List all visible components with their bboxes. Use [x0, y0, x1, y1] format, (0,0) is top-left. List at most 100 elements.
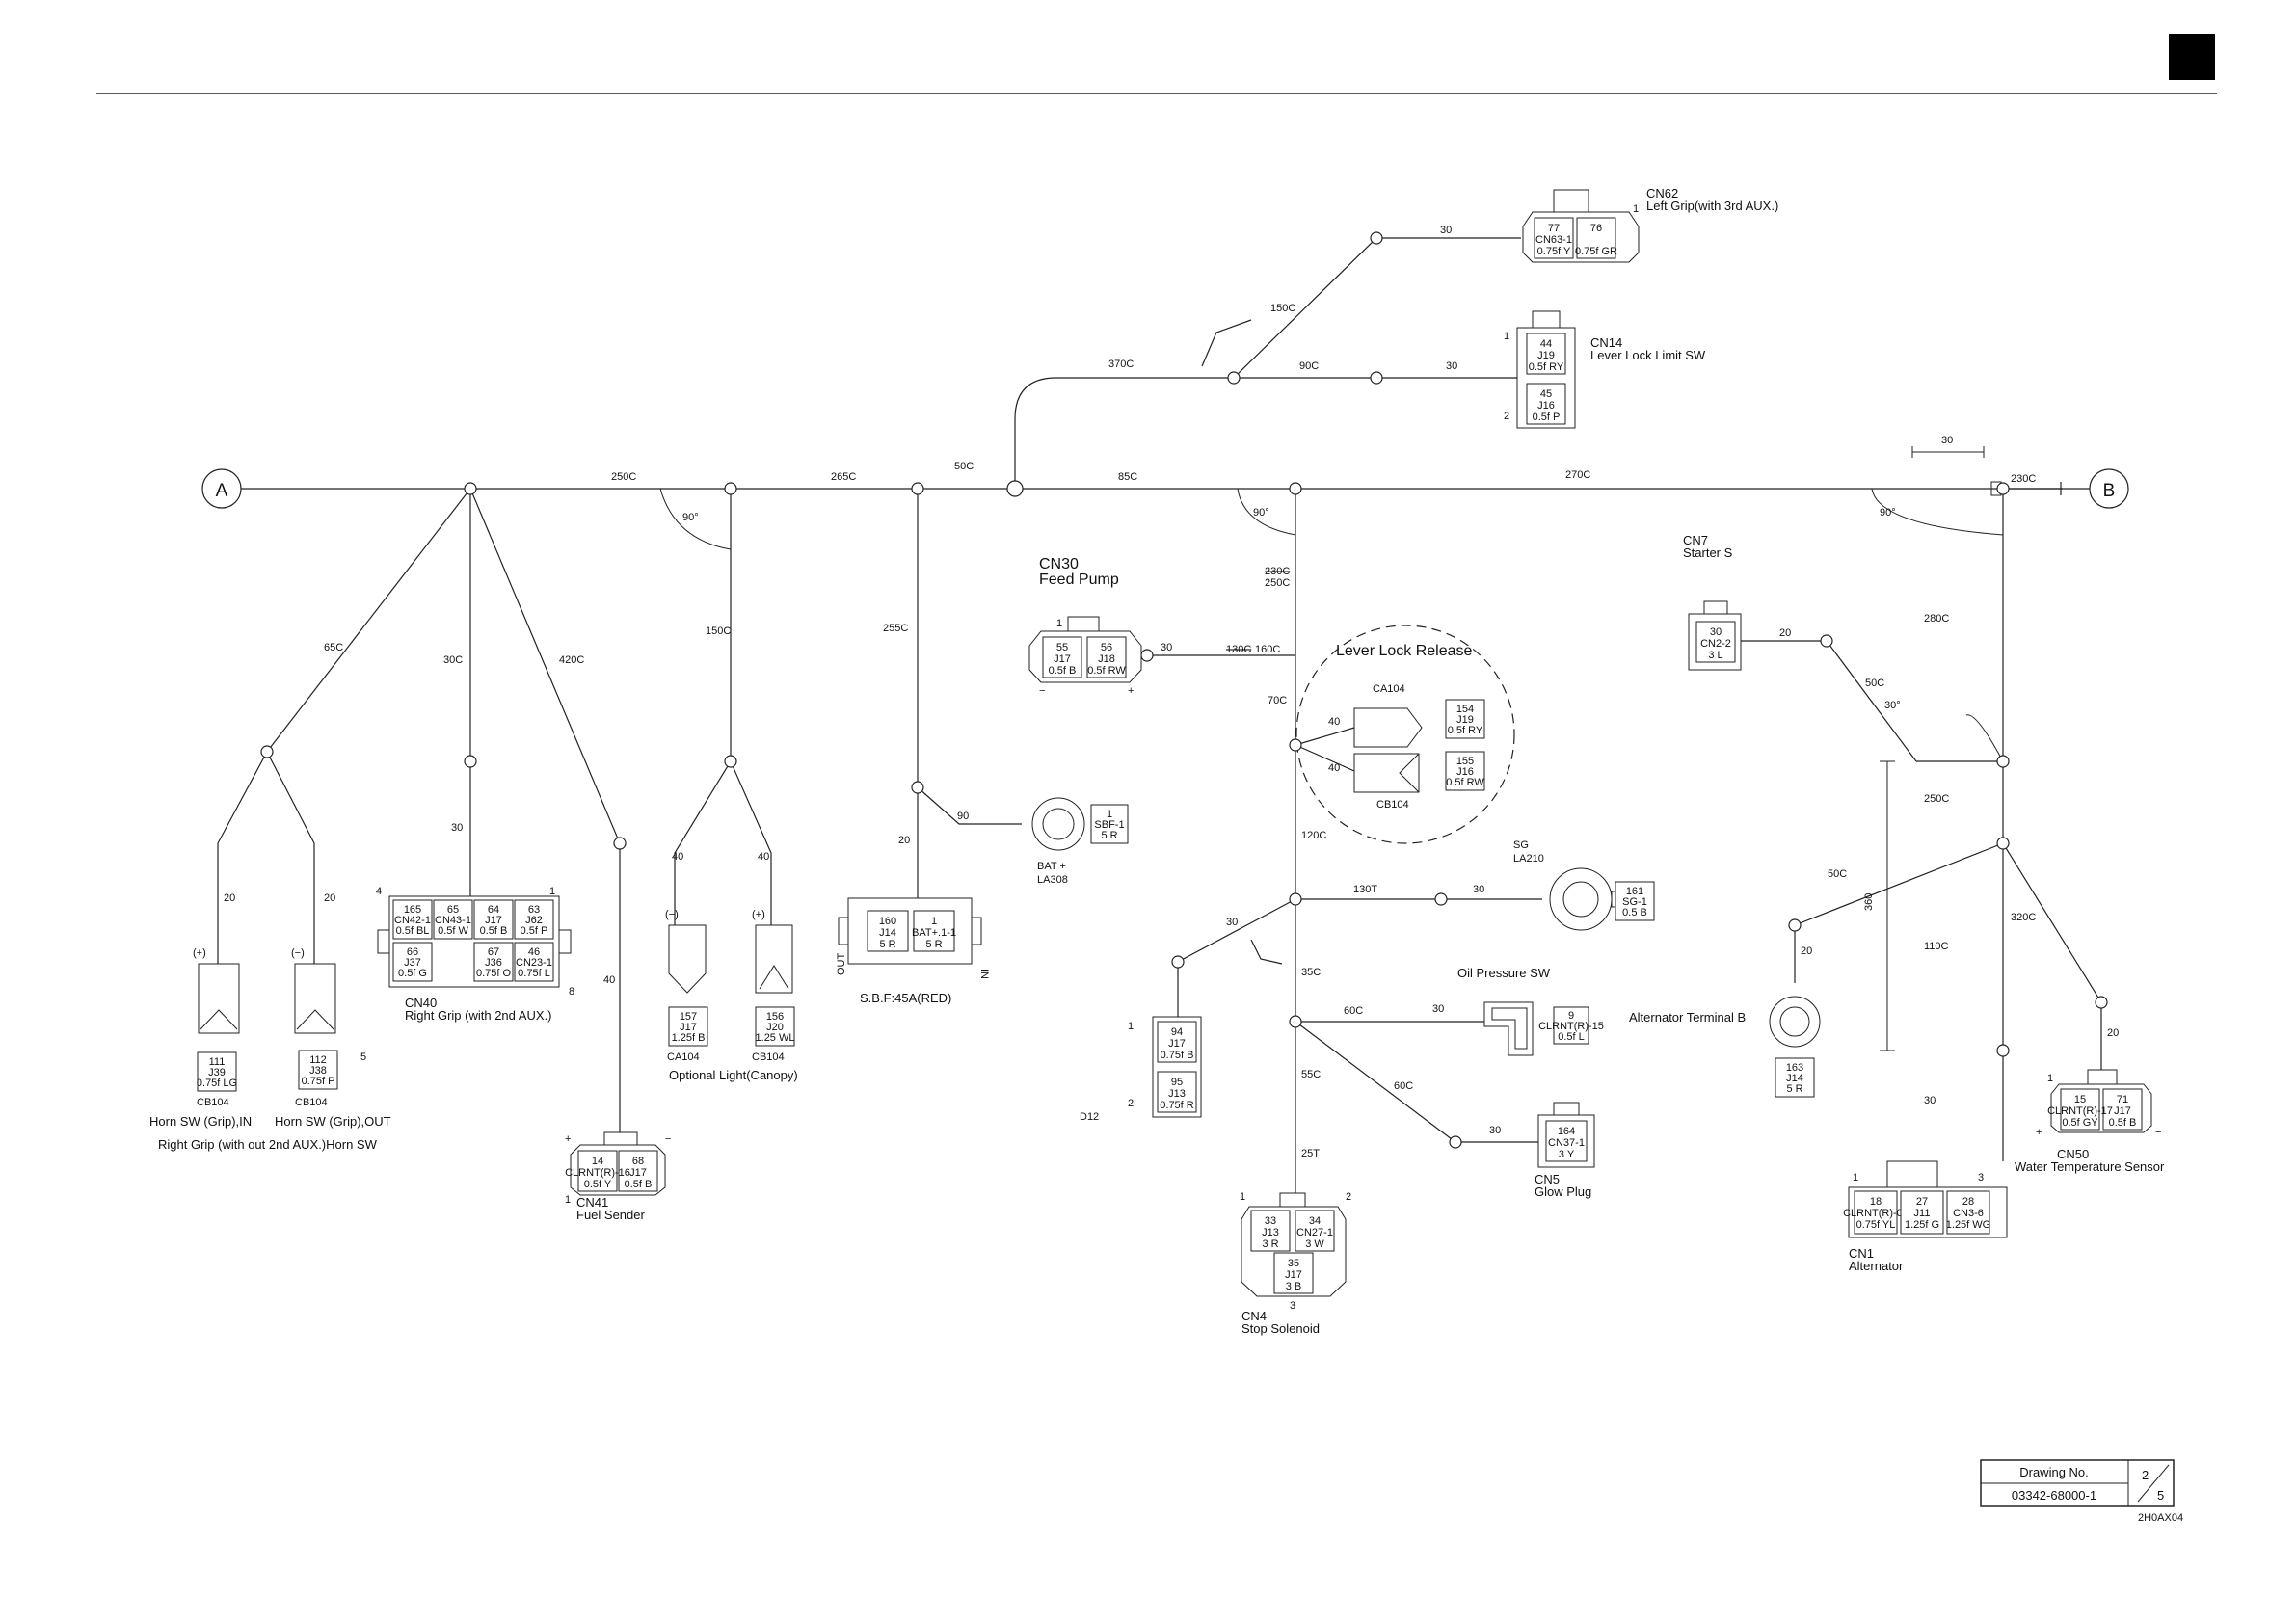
svg-text:63: 63	[528, 904, 540, 916]
svg-text:0.5f P: 0.5f P	[1533, 412, 1561, 423]
svg-text:25T: 25T	[1301, 1148, 1320, 1159]
svg-text:30: 30	[1440, 225, 1452, 236]
svg-text:3 W: 3 W	[1305, 1238, 1324, 1250]
sheet-number: 2	[2142, 1468, 2149, 1482]
svg-text:+: +	[1128, 685, 1134, 697]
svg-text:71: 71	[2117, 1094, 2128, 1105]
svg-text:161: 161	[1626, 886, 1643, 897]
svg-text:40: 40	[1328, 716, 1340, 728]
svg-text:0.5f RW: 0.5f RW	[1087, 665, 1126, 677]
svg-text:250C: 250C	[1924, 793, 1949, 805]
svg-text:46: 46	[528, 946, 540, 958]
svg-text:1: 1	[1128, 1021, 1134, 1032]
svg-text:30°: 30°	[1884, 700, 1901, 711]
svg-text:J13: J13	[1168, 1088, 1186, 1100]
svg-text:Stop Solenoid: Stop Solenoid	[1241, 1321, 1320, 1336]
svg-text:30: 30	[1924, 1095, 1936, 1106]
svg-text:90°: 90°	[1880, 507, 1896, 519]
svg-text:LA210: LA210	[1513, 853, 1544, 865]
svg-text:90C: 90C	[1299, 360, 1319, 372]
lever-lock-release: Lever Lock Release CA104 CB104 154 J19 0…	[1336, 643, 1485, 811]
svg-text:0.5f GY: 0.5f GY	[2062, 1117, 2098, 1129]
svg-text:35C: 35C	[1301, 967, 1321, 978]
connector-cn41: 14 CLRNT(R)-16 0.5f Y 68 J17 0.5f B + − …	[565, 1131, 671, 1222]
svg-text:0.5f Y: 0.5f Y	[584, 1179, 612, 1190]
svg-text:J17: J17	[1285, 1269, 1302, 1281]
svg-text:4: 4	[376, 886, 382, 897]
svg-text:1: 1	[931, 916, 937, 927]
svg-text:155: 155	[1456, 756, 1474, 767]
svg-text:0.75f P: 0.75f P	[302, 1076, 335, 1087]
drawing-code: 2H0AX04	[2138, 1512, 2183, 1524]
svg-text:1.25f G: 1.25f G	[1905, 1219, 1939, 1231]
svg-text:1.25f B: 1.25f B	[672, 1032, 706, 1044]
svg-text:30: 30	[1432, 1003, 1444, 1015]
svg-text:J20: J20	[766, 1022, 784, 1033]
svg-text:J11: J11	[1914, 1208, 1931, 1219]
svg-text:56: 56	[1101, 642, 1112, 653]
svg-text:3: 3	[1290, 1300, 1295, 1312]
svg-text:0.75f L: 0.75f L	[518, 968, 550, 979]
svg-text:0.75f LG: 0.75f LG	[197, 1078, 237, 1089]
svg-text:130C: 130C	[1226, 644, 1251, 655]
svg-text:J19: J19	[1456, 714, 1474, 726]
svg-text:20: 20	[1801, 945, 1812, 957]
svg-text:Right Grip (with 2nd AUX.): Right Grip (with 2nd AUX.)	[405, 1008, 551, 1023]
svg-text:J19: J19	[1537, 350, 1555, 361]
battery-terminal: 1 SBF-1 5 R BAT + LA308	[1031, 797, 1129, 886]
svg-text:J13: J13	[1262, 1227, 1279, 1238]
svg-text:67: 67	[488, 946, 499, 958]
svg-text:1: 1	[1633, 203, 1639, 215]
svg-text:65C: 65C	[324, 642, 343, 653]
svg-text:CN5: CN5	[1535, 1172, 1560, 1186]
svg-text:CN27-1: CN27-1	[1296, 1227, 1333, 1238]
svg-text:164: 164	[1558, 1126, 1575, 1137]
svg-text:2: 2	[1504, 411, 1509, 422]
svg-text:J14: J14	[1786, 1073, 1803, 1084]
connector-cn50: 15 CLRNT(R)-17 0.5f GY 71 J17 0.5f B 1 +…	[2015, 1069, 2165, 1174]
svg-text:SG: SG	[1513, 839, 1529, 851]
svg-text:J62: J62	[525, 915, 543, 926]
svg-text:27: 27	[1916, 1196, 1928, 1208]
svg-text:35: 35	[1288, 1258, 1299, 1269]
svg-text:CN37-1: CN37-1	[1548, 1137, 1585, 1149]
svg-text:30: 30	[1473, 884, 1484, 895]
wires	[217, 237, 2102, 1200]
svg-text:20: 20	[898, 835, 910, 846]
svg-text:Glow Plug: Glow Plug	[1535, 1184, 1591, 1199]
svg-text:5 R: 5 R	[1786, 1083, 1802, 1095]
svg-text:30: 30	[1446, 360, 1457, 372]
svg-text:5: 5	[360, 1051, 366, 1063]
svg-text:1: 1	[1240, 1191, 1245, 1203]
svg-text:LA308: LA308	[1037, 874, 1068, 886]
svg-text:1: 1	[1107, 809, 1112, 820]
svg-text:1.25 WL: 1.25 WL	[756, 1032, 795, 1044]
svg-text:CA104: CA104	[1373, 683, 1405, 695]
svg-text:J17: J17	[680, 1022, 697, 1033]
svg-text:40: 40	[1328, 762, 1340, 774]
svg-text:3 L: 3 L	[1708, 650, 1722, 661]
title-block: Drawing No. 03342-68000-1 2 5 2H0AX04	[1980, 1459, 2183, 1524]
svg-text:255C: 255C	[883, 623, 908, 634]
svg-text:70C: 70C	[1268, 695, 1287, 706]
svg-text:J16: J16	[1456, 766, 1474, 778]
svg-text:Lever Lock Release: Lever Lock Release	[1336, 643, 1473, 659]
svg-text:250C: 250C	[1265, 577, 1290, 589]
svg-text:160C: 160C	[1255, 644, 1280, 655]
svg-text:5 R: 5 R	[1101, 830, 1117, 841]
horn-switch: (+) (−) 111 J39 0.75f LG 112 J38 0.75f P…	[149, 947, 391, 1152]
svg-text:18: 18	[1870, 1196, 1882, 1208]
optional-light: (−) (+) 157 J17 1.25f B 156 J20 1.25 WL …	[665, 909, 798, 1082]
svg-text:9: 9	[1568, 1010, 1574, 1022]
page-marker	[2169, 34, 2215, 80]
svg-text:Alternator: Alternator	[1849, 1259, 1904, 1273]
ref-a-label: A	[216, 481, 228, 501]
svg-text:Oil Pressure SW: Oil Pressure SW	[1457, 966, 1551, 980]
ref-circles: A B	[201, 468, 2129, 509]
svg-text:60C: 60C	[1394, 1080, 1413, 1092]
svg-text:40: 40	[672, 851, 683, 863]
svg-text:(−): (−)	[665, 909, 679, 920]
svg-text:160: 160	[879, 916, 896, 927]
svg-text:Fuel Sender: Fuel Sender	[576, 1208, 645, 1222]
